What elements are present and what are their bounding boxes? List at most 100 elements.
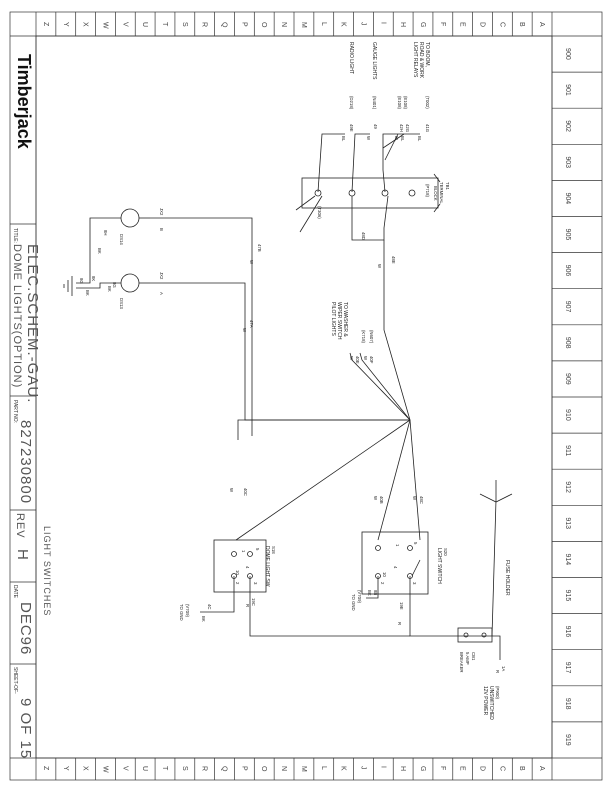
label-to-gnd: TO GND [351, 594, 356, 611]
label-w19e: 19E [399, 602, 404, 610]
zone-row-T-top: T [161, 22, 168, 27]
label-unsw-2: 12V POWER [482, 686, 488, 716]
zone-row-O-top: O [260, 22, 267, 28]
dome-light-switch-s18 [213, 539, 267, 593]
label-to-gnd2: TO GND [179, 604, 184, 621]
title-line1: DOME LIGHTS(OPTION) [11, 244, 23, 388]
zone-row-Y-top: Y [62, 22, 69, 27]
label-w19c: 19C [251, 598, 256, 606]
zone-row-E-bottom: E [459, 766, 466, 771]
zone-row-U-top: U [141, 22, 148, 27]
label-t2b: 2 [235, 582, 240, 585]
label-t4b: 4 [245, 566, 250, 569]
zone-row-labels: AABBCCDDEEFFGGHHIIJJKKLLMMNNOOPPQQRRSSTT… [42, 12, 545, 780]
sheet-border [9, 11, 603, 781]
zone-row-J-top: J [359, 22, 366, 26]
zone-row-G-top: G [419, 22, 426, 27]
date-value: DEC96 [17, 602, 34, 655]
zone-row-V-top: V [121, 22, 128, 27]
rev-value: H [14, 549, 31, 561]
zone-row-W-bottom: W [101, 766, 108, 773]
label-t5: 5 [413, 542, 418, 545]
terminal-block-tb1 [301, 177, 439, 209]
label-c-w3: W [249, 260, 254, 265]
zone-row-V-bottom: V [121, 766, 128, 771]
zone-row-Q-bottom: Q [221, 766, 228, 772]
label-t10: 10 [382, 572, 387, 577]
title-line2: ELEC.SCHEM.-GAU. [24, 244, 41, 403]
label-to-washer-1: TO WASHER & [342, 302, 348, 337]
zone-col-910: 910 [564, 409, 571, 421]
zone-row-J-bottom: J [359, 766, 366, 770]
label-c-w8: W [412, 496, 417, 501]
label-s18-name: DOME LIGHT SW [264, 546, 270, 587]
zone-col-906: 906 [564, 265, 571, 277]
label-to-washer-3: PILOT LIGHTS [330, 302, 336, 336]
label-t5b: 5 [255, 548, 260, 551]
label-radio-light: RADIO LIGHT [348, 42, 354, 74]
subtitle: LIGHT SWITCHES [42, 526, 52, 616]
label-c-bk3: BK [85, 290, 90, 296]
label-unsw-1: UNSWITCHED [488, 686, 494, 720]
label-c-w7: W [373, 496, 378, 501]
zone-row-U-bottom: U [141, 766, 148, 771]
label-w40c: 40C [243, 488, 248, 496]
label-to-boom-1: TO BOOM, [424, 42, 430, 67]
zone-row-K-bottom: K [340, 766, 347, 771]
zone-row-R-bottom: R [201, 766, 208, 771]
label-ref-v709b: (V709) [185, 604, 190, 617]
zone-row-F-bottom: F [439, 766, 446, 770]
label-ref-e108b: (E108) [397, 96, 402, 109]
label-w48d: 48D [361, 232, 366, 240]
label-t10b: 10 [235, 570, 240, 575]
label-w47a: 47A [249, 320, 254, 328]
label-ref-e108: (E108) [403, 96, 408, 109]
date-caption: DATE [12, 585, 18, 599]
zone-row-H-bottom: H [399, 766, 406, 771]
label-w8h: 8H [103, 230, 108, 236]
zone-row-M-top: M [300, 22, 307, 28]
zone-col-919: 919 [564, 734, 571, 746]
label-to-boom-3: LIGHT RELAYS [412, 42, 418, 78]
zone-col-904: 904 [564, 192, 571, 204]
label-to-washer-2: WIPER SWITCH [336, 302, 342, 340]
zone-row-D-top: D [479, 22, 486, 27]
zone-row-I-bottom: I [379, 766, 386, 768]
zone-row-A-top: A [538, 22, 545, 27]
zone-row-Y-bottom: Y [62, 766, 69, 771]
label-w1a: 1A [501, 666, 506, 671]
zone-row-X-top: X [82, 22, 89, 27]
label-cb1: CB1 [471, 652, 476, 661]
label-fuse-holder: FUSE HOLDER [504, 560, 510, 596]
company-logo: Timberjack [14, 54, 34, 150]
label-c-w1: W [366, 136, 371, 141]
label-t4: 4 [393, 566, 398, 569]
dome-lamp-ds14 [120, 208, 140, 228]
label-c-w4: W [242, 328, 247, 333]
label-c-bl3: BL [394, 136, 399, 142]
zone-col-901: 901 [564, 84, 571, 96]
sheet-value: 9 OF 15 [17, 698, 34, 759]
label-w42g: 42G [405, 124, 410, 133]
zone-row-T-bottom: T [161, 766, 168, 771]
title-block: Timberjack TITLE: DOME LIGHTS(OPTION) EL… [10, 54, 52, 759]
label-w8g: 8G [112, 282, 117, 288]
label-ref-p718: (P718) [425, 184, 430, 197]
zone-col-918: 918 [564, 698, 571, 710]
zone-col-915: 915 [564, 590, 571, 602]
zone-row-C-bottom: C [498, 766, 505, 771]
zone-row-R-top: R [201, 22, 208, 27]
zone-col-902: 902 [564, 120, 571, 132]
zone-row-Q-top: Q [221, 22, 228, 28]
label-w49: 49 [373, 124, 378, 129]
label-tb-name-2: BLOCK [433, 186, 438, 201]
label-pin-a: A [159, 292, 164, 295]
wiring [63, 133, 513, 660]
zone-row-A-bottom: A [538, 766, 545, 771]
label-to-boom-2: ROAD & WORK [418, 42, 424, 79]
label-s20: S20 [443, 548, 448, 556]
zone-col-909: 909 [564, 373, 571, 385]
zone-col-903: 903 [564, 156, 571, 168]
